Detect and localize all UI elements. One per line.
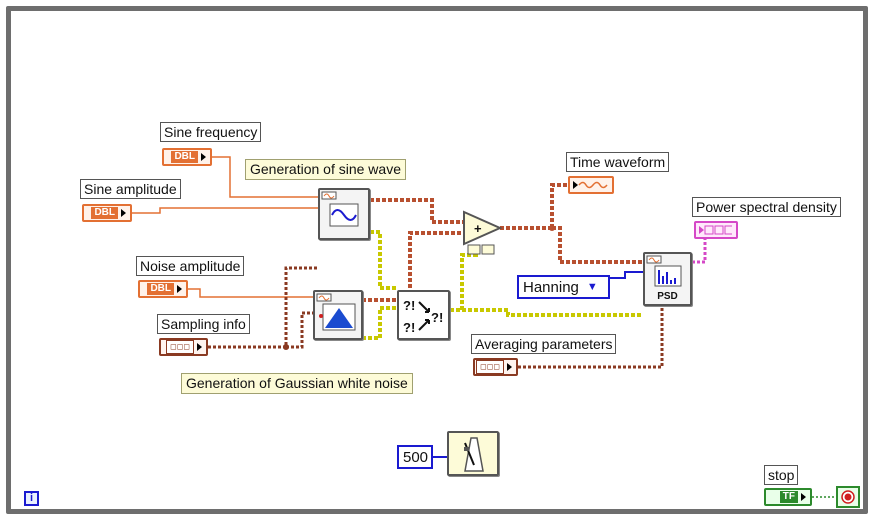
- merge-errors-icon: ?! ?! ?!: [403, 298, 443, 335]
- cluster-type-tag: ◻◻◻: [476, 360, 504, 374]
- terminal-noise-amplitude[interactable]: DBL: [138, 280, 188, 298]
- sine-waveform-vi[interactable]: [318, 188, 370, 240]
- svg-text:?!: ?!: [431, 310, 443, 325]
- label-averaging-parameters: Averaging parameters: [471, 334, 617, 354]
- psd-label: PSD: [657, 291, 678, 302]
- dbl-type-tag: DBL: [171, 151, 198, 163]
- terminal-arrow-icon: [507, 363, 512, 371]
- window-type-value: Hanning: [523, 278, 579, 296]
- terminal-arrow-icon: [573, 181, 578, 189]
- terminal-arrow-icon: [801, 493, 806, 501]
- svg-text:?!: ?!: [403, 298, 415, 313]
- error-in-terminal: [467, 244, 481, 255]
- bool-type-tag: TF: [779, 491, 798, 503]
- info-icon[interactable]: i: [24, 491, 39, 506]
- wire-sine-amplitude[interactable]: [132, 207, 318, 214]
- terminal-sine-amplitude[interactable]: DBL: [82, 204, 132, 222]
- wire-sampling-info[interactable]: [208, 266, 318, 349]
- add-function-icon[interactable]: +: [463, 210, 503, 246]
- terminal-arrow-icon: [197, 343, 202, 351]
- indicator-power-spectral-density[interactable]: [694, 221, 738, 239]
- gaussian-noise-vi-icon: [316, 293, 356, 331]
- label-sampling-info: Sampling info: [157, 314, 250, 334]
- cluster-type-tag: ◻◻◻: [166, 340, 194, 354]
- wait-ms-value: 500: [403, 448, 429, 466]
- svg-text:?!: ?!: [403, 320, 415, 335]
- terminal-arrow-icon: [201, 153, 206, 161]
- psd-vi[interactable]: PSD: [643, 252, 692, 306]
- label-stop: stop: [764, 465, 799, 485]
- terminal-arrow-icon: [121, 209, 126, 217]
- terminal-averaging-parameters[interactable]: ◻◻◻: [473, 358, 518, 376]
- waveform-icon: [578, 181, 608, 189]
- svg-text:+: +: [474, 221, 482, 236]
- wait-ms-constant[interactable]: 500: [397, 445, 433, 469]
- window-type-selector[interactable]: Hanning ▼: [517, 275, 610, 299]
- label-time-waveform: Time waveform: [566, 152, 670, 172]
- chevron-down-icon[interactable]: ▼: [586, 281, 598, 293]
- wait-ms-metronome-icon: [464, 437, 484, 472]
- wire-junction: [283, 344, 289, 350]
- wire-waveforms[interactable]: [362, 183, 643, 302]
- label-sine-frequency: Sine frequency: [160, 122, 262, 142]
- dbl-type-tag: DBL: [147, 283, 174, 295]
- error-out-terminal: [481, 244, 495, 255]
- wire-sine-frequency[interactable]: [212, 156, 318, 198]
- label-power-spectral-density: Power spectral density: [692, 197, 841, 217]
- gaussian-noise-vi[interactable]: [313, 290, 363, 340]
- psd-vi-icon: [646, 255, 682, 287]
- comment-sine-generation: Generation of sine wave: [245, 159, 406, 180]
- cluster-array-icon: [704, 225, 732, 235]
- dbl-type-tag: DBL: [91, 207, 118, 219]
- label-sine-amplitude: Sine amplitude: [80, 179, 181, 199]
- indicator-time-waveform[interactable]: [568, 176, 614, 194]
- sine-waveform-vi-icon: [321, 191, 359, 227]
- wire-averaging-params[interactable]: [518, 306, 664, 369]
- stop-button[interactable]: [836, 486, 860, 508]
- terminal-arrow-icon: [177, 285, 182, 293]
- terminal-sampling-info[interactable]: ◻◻◻: [159, 338, 208, 356]
- stop-button-icon: [841, 490, 855, 504]
- terminal-stop[interactable]: TF: [764, 488, 812, 506]
- wire-junction: [549, 225, 555, 231]
- merge-errors-vi[interactable]: ?! ?! ?!: [397, 290, 450, 340]
- label-noise-amplitude: Noise amplitude: [136, 256, 245, 276]
- terminal-arrow-icon: [699, 226, 704, 234]
- comment-noise-generation: Generation of Gaussian white noise: [181, 373, 413, 394]
- terminal-sine-frequency[interactable]: DBL: [162, 148, 212, 166]
- wire-noise-amplitude[interactable]: [188, 288, 313, 298]
- wire-window-type[interactable]: [610, 271, 643, 279]
- wait-ms-vi[interactable]: [447, 431, 499, 476]
